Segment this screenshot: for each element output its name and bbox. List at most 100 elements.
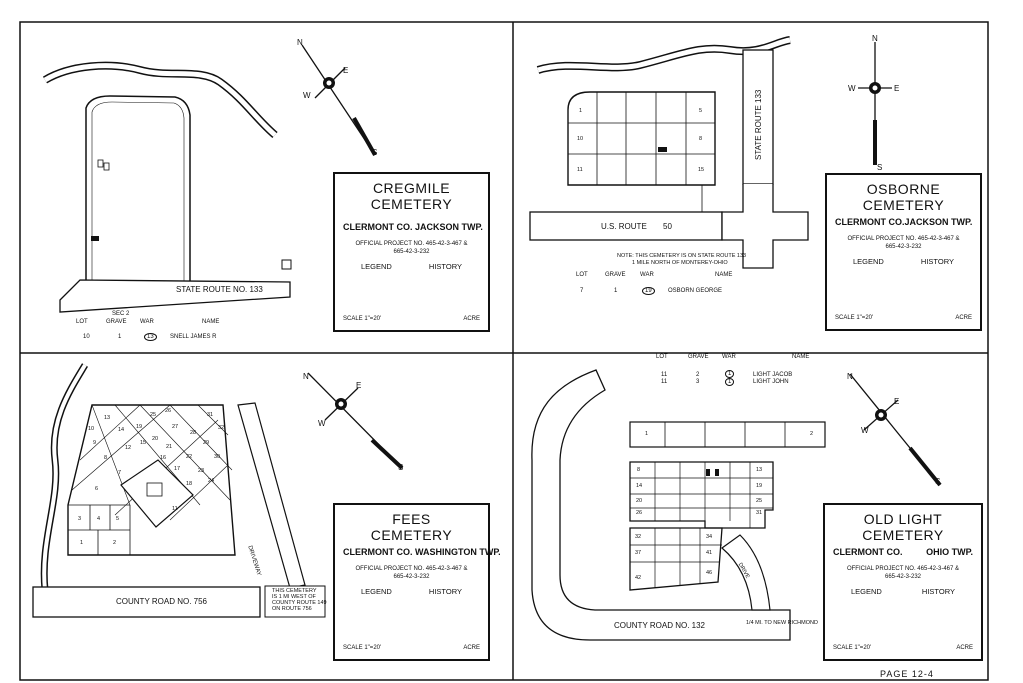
lot-label: 25 (756, 498, 763, 504)
road-label: COUNTY ROAD NO. 756 (116, 597, 207, 606)
page-number: PAGE 12-4 (880, 669, 934, 679)
road-state-route-133 (742, 49, 774, 185)
cregmile-map (42, 61, 292, 313)
compass-n-label: N (847, 372, 853, 381)
header-war: WAR (640, 272, 654, 278)
road-county-132 (531, 369, 791, 641)
lot-label: 13 (756, 467, 763, 473)
lot-label: 37 (635, 550, 642, 556)
compass-n-label: N (872, 34, 878, 43)
lot-label: 6 (95, 486, 99, 492)
grave-marker (658, 147, 667, 152)
drive (721, 534, 771, 611)
township-label: JACKSON TWP. (904, 217, 973, 227)
county-label: CLERMONT CO. (835, 217, 905, 227)
title-line-2: CEMETERY (370, 196, 453, 212)
lot-label: 31 (207, 412, 214, 418)
lot-label: 25 (150, 412, 157, 418)
scale-label: SCALE 1"=20' (343, 645, 382, 651)
lot-label: 24 (208, 478, 215, 484)
title-line-2: CEMETERY (862, 197, 945, 213)
title-line-2: CEMETERY (862, 527, 944, 543)
compass-e-label: E (894, 84, 900, 93)
header-grave: GRAVE (688, 354, 709, 360)
lot-label: 42 (635, 575, 642, 581)
scale-label: SCALE 1"=20' (835, 315, 874, 321)
lot-label: 10 (88, 426, 95, 432)
oldlight-map (531, 369, 826, 641)
lot-label: 2 (810, 431, 814, 437)
note-line-2: 1 MILE NORTH OF MONTEREY-OHIO (632, 260, 728, 266)
compass-s-label: S (398, 463, 404, 472)
lot-label: 9 (93, 440, 97, 446)
cemetery-grid (629, 461, 774, 529)
title-line-1: CREGMILE (372, 180, 451, 196)
lot-label: 1 (645, 431, 649, 437)
county-label: CLERMONT CO. JACKSON TWP. (343, 222, 483, 232)
lot-label: 20 (636, 498, 643, 504)
header-name: NAME (202, 319, 220, 325)
lot-label: 20 (152, 436, 159, 442)
compass-n-label: N (303, 372, 309, 381)
legend-label: LEGEND (361, 587, 392, 596)
cemetery-boundary (85, 95, 191, 295)
project-line-2: 665-42-3-232 (885, 244, 922, 250)
header-name: NAME (792, 354, 810, 360)
lot-label: 32 (218, 425, 225, 431)
county-label: CLERMONT CO. WASHINGTON TWP. (343, 547, 501, 557)
compass-cregmile (301, 44, 377, 156)
note-line-1: NOTE: THIS CEMETERY IS ON STATE ROUTE 13… (617, 253, 747, 259)
row-name: OSBORN GEORGE (668, 288, 723, 294)
row-war: 1 (725, 370, 735, 378)
history-label: HISTORY (428, 262, 462, 271)
road-state-route-133 (59, 279, 291, 313)
lot-label: 11 (577, 167, 583, 173)
road-us-50 (529, 211, 723, 241)
grave-marker (91, 236, 99, 241)
compass-fees (307, 372, 404, 470)
legend-label: LEGEND (361, 262, 392, 271)
lot-label: 8 (699, 136, 703, 142)
compass-w-label: W (848, 84, 856, 93)
header-name: NAME (715, 272, 733, 278)
header-grave: GRAVE (605, 272, 626, 278)
lot-label: 16 (160, 455, 167, 461)
row-war: 13 (144, 333, 157, 341)
road-label: STATE ROUTE NO. 133 (176, 285, 263, 294)
compass-s-label: S (372, 148, 378, 157)
compass-e-label: E (356, 381, 362, 390)
lot-label: 1 (579, 108, 583, 114)
sec-label: SEC 2 (112, 311, 130, 317)
legend-label: LEGEND (851, 587, 882, 596)
project-line-2: 665-42-3-232 (884, 574, 922, 580)
header-lot: LOT (576, 272, 588, 278)
lot-label: 2 (113, 540, 117, 546)
township-label: OHIO TWP. (926, 547, 973, 557)
lot-label: 41 (706, 550, 713, 556)
acre-label: ACRE (463, 645, 480, 651)
row-grave: 1 (614, 288, 618, 294)
compass-oldlight (849, 373, 942, 487)
lot-label: 18 (186, 481, 193, 487)
compass-s-label: S (935, 477, 941, 486)
lot-label: 19 (136, 424, 143, 430)
lot-label: 11 (172, 506, 178, 512)
lot-label: 23 (198, 468, 205, 474)
lot-label: 27 (172, 424, 179, 430)
osborne-map (529, 36, 809, 269)
project-line-1: OFFICIAL PROJECT NO. 465-42-3-467 & (355, 241, 468, 247)
lot-label: 19 (756, 483, 763, 489)
lot-label: 12 (125, 445, 132, 451)
compass-e-label: E (343, 66, 349, 75)
lot-label: 5 (116, 516, 120, 522)
header-war: WAR (722, 354, 736, 360)
row-name: LIGHT JOHN (753, 379, 789, 385)
lot-label: 31 (756, 510, 763, 516)
note-line: IS 1 MI WEST OF (272, 594, 316, 600)
history-label: HISTORY (428, 587, 462, 596)
project-line-1: OFFICIAL PROJECT NO. 465-42-3-467 & (846, 566, 960, 572)
note-line: ON ROUTE 756 (272, 606, 312, 612)
row-war: 19 (642, 287, 655, 295)
lot-label: 14 (636, 483, 643, 489)
